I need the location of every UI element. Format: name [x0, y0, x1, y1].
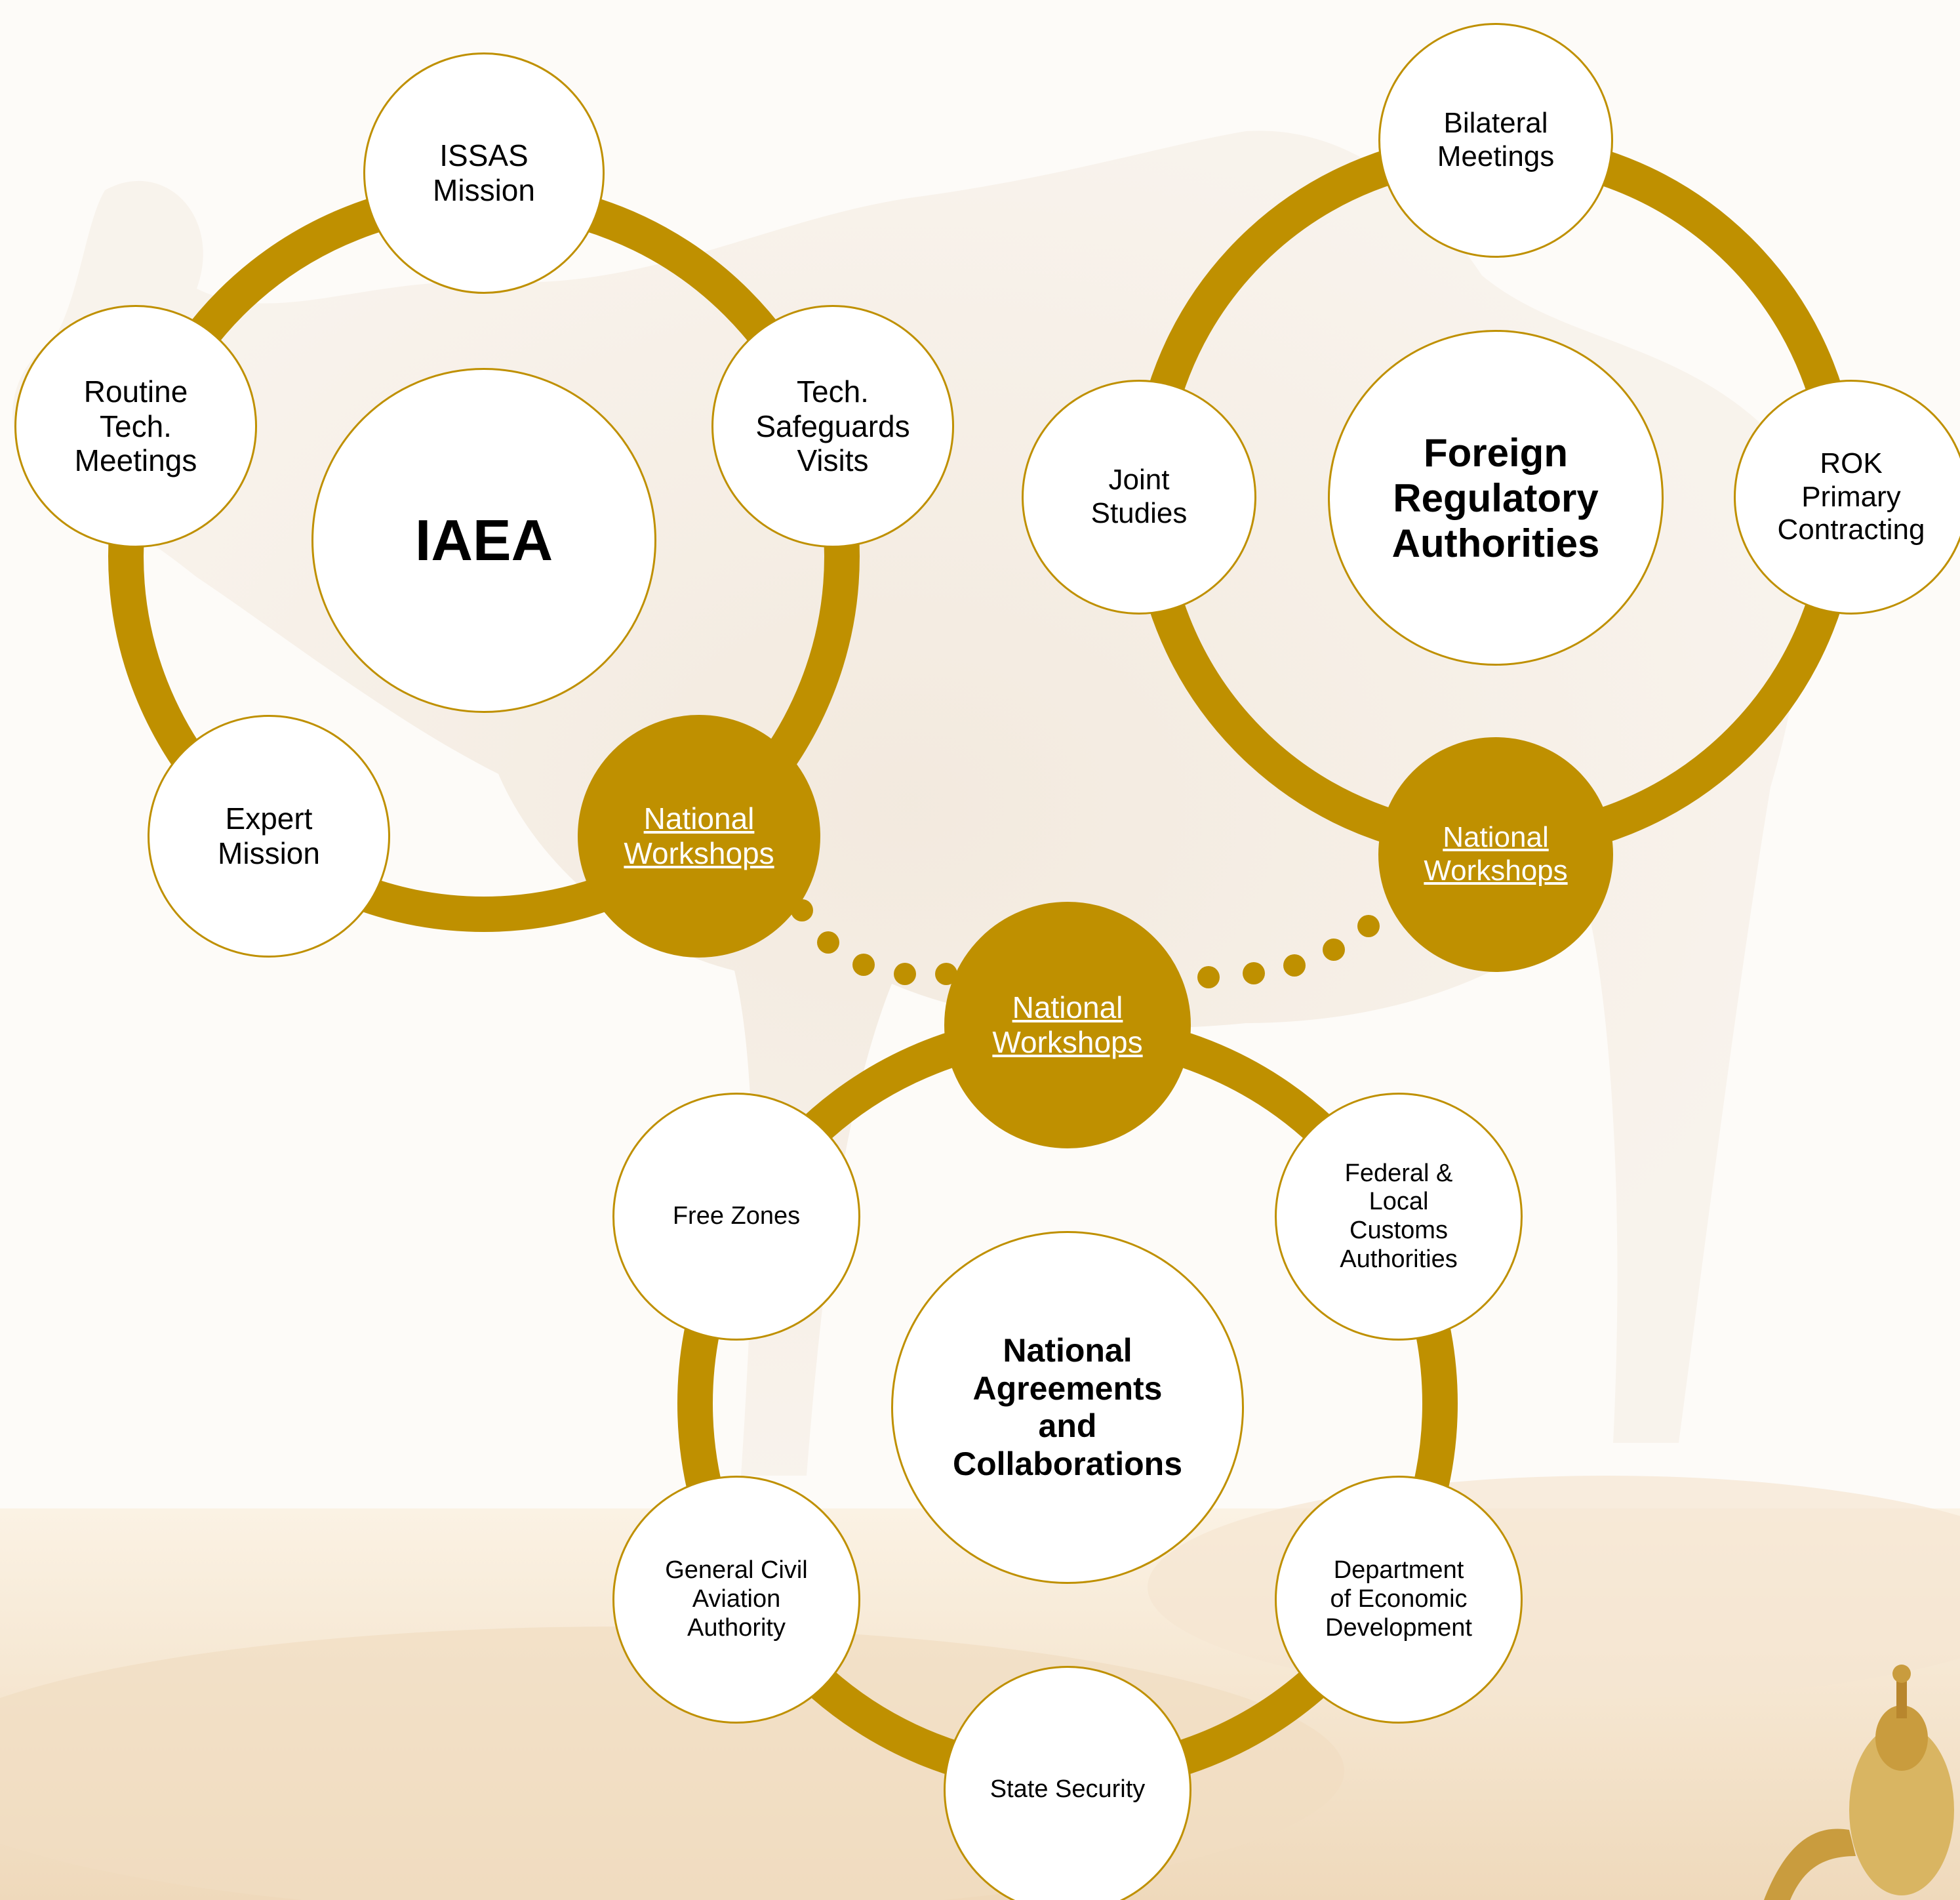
tech-safeguards-visits-label: Tech. Safeguards Visits [755, 374, 910, 478]
connector-dots-left [791, 899, 957, 985]
routine-tech-meetings-node: Routine Tech. Meetings [14, 305, 257, 548]
national-center-node: National Agreements and Collaborations [891, 1231, 1244, 1584]
connector-dots-right [1197, 915, 1380, 988]
customs-authorities-label: Federal & Local Customs Authorities [1340, 1159, 1458, 1273]
national-workshops-link[interactable]: National Workshops [992, 990, 1143, 1059]
joint-studies-label: Joint Studies [1090, 464, 1188, 529]
issas-mission-node: ISSAS Mission [363, 52, 605, 294]
state-security-label: State Security [990, 1775, 1146, 1804]
gcaa-label: General Civil Aviation Authority [665, 1556, 808, 1642]
bilateral-meetings-node: Bilateral Meetings [1378, 23, 1613, 258]
rok-primary-contracting-label: ROK Primary Contracting [1777, 447, 1925, 546]
customs-authorities-node: Federal & Local Customs Authorities [1275, 1093, 1523, 1341]
economic-development-label: Department of Economic Development [1325, 1556, 1472, 1642]
national-center-label: National Agreements and Collaborations [952, 1332, 1183, 1482]
iaea-national-workshops-hub[interactable]: National Workshops [578, 715, 820, 958]
expert-mission-node: Expert Mission [148, 715, 390, 958]
rok-primary-contracting-node: ROK Primary Contracting [1734, 380, 1960, 615]
foreign-center-label: Foreign Regulatory Authorities [1391, 430, 1600, 565]
issas-mission-label: ISSAS Mission [433, 138, 535, 207]
foreign-center-node: Foreign Regulatory Authorities [1328, 330, 1664, 666]
iaea-center-node: IAEA [311, 368, 656, 713]
gcaa-node: General Civil Aviation Authority [612, 1476, 860, 1724]
national-workshops-hub[interactable]: National Workshops [944, 902, 1191, 1148]
iaea-national-workshops-link[interactable]: National Workshops [624, 801, 774, 870]
expert-mission-label: Expert Mission [218, 801, 320, 870]
joint-studies-node: Joint Studies [1022, 380, 1256, 615]
free-zones-node: Free Zones [612, 1093, 860, 1341]
free-zones-label: Free Zones [672, 1202, 801, 1230]
iaea-center-label: IAEA [414, 508, 553, 573]
routine-tech-meetings-label: Routine Tech. Meetings [74, 374, 197, 478]
bilateral-meetings-label: Bilateral Meetings [1437, 107, 1555, 172]
foreign-national-workshops-link[interactable]: National Workshops [1424, 821, 1568, 887]
economic-development-node: Department of Economic Development [1275, 1476, 1523, 1724]
tech-safeguards-visits-node: Tech. Safeguards Visits [711, 305, 954, 548]
foreign-national-workshops-hub[interactable]: National Workshops [1378, 737, 1613, 972]
dallah-coffee-pot-icon [1764, 1665, 1954, 1900]
state-security-node: State Security [944, 1666, 1191, 1900]
